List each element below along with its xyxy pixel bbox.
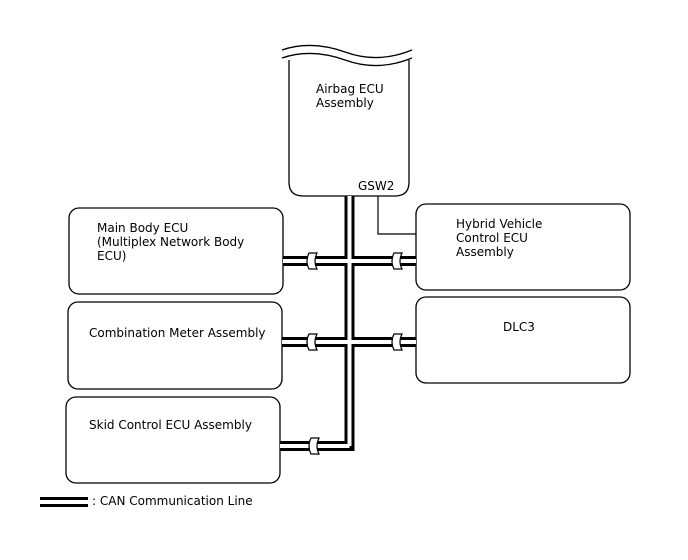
gsw2-terminal-label: GSW2 <box>358 179 395 193</box>
line-break-symbols <box>306 252 403 455</box>
main-body-ecu-box <box>68 207 284 295</box>
airbag-ecu-box <box>281 44 413 197</box>
dlc3-box <box>415 296 631 384</box>
dlc3-label: DLC3 <box>503 320 535 334</box>
hybrid-vehicle-ecu-label: Hybrid Vehicle Control ECU Assembly <box>456 217 543 259</box>
combination-meter-box <box>67 301 283 390</box>
airbag-ecu-label: Airbag ECU Assembly <box>316 82 384 110</box>
main-body-ecu-label: Main Body ECU (Multiplex Network Body EC… <box>97 221 245 263</box>
hybrid-vehicle-ecu-box <box>415 203 631 291</box>
gsw2-wire <box>377 196 416 235</box>
combination-meter-label: Combination Meter Assembly <box>89 326 266 340</box>
skid-control-ecu-box <box>65 396 281 484</box>
skid-control-ecu-label: Skid Control ECU Assembly <box>89 418 252 432</box>
legend-text: : CAN Communication Line <box>92 494 253 508</box>
